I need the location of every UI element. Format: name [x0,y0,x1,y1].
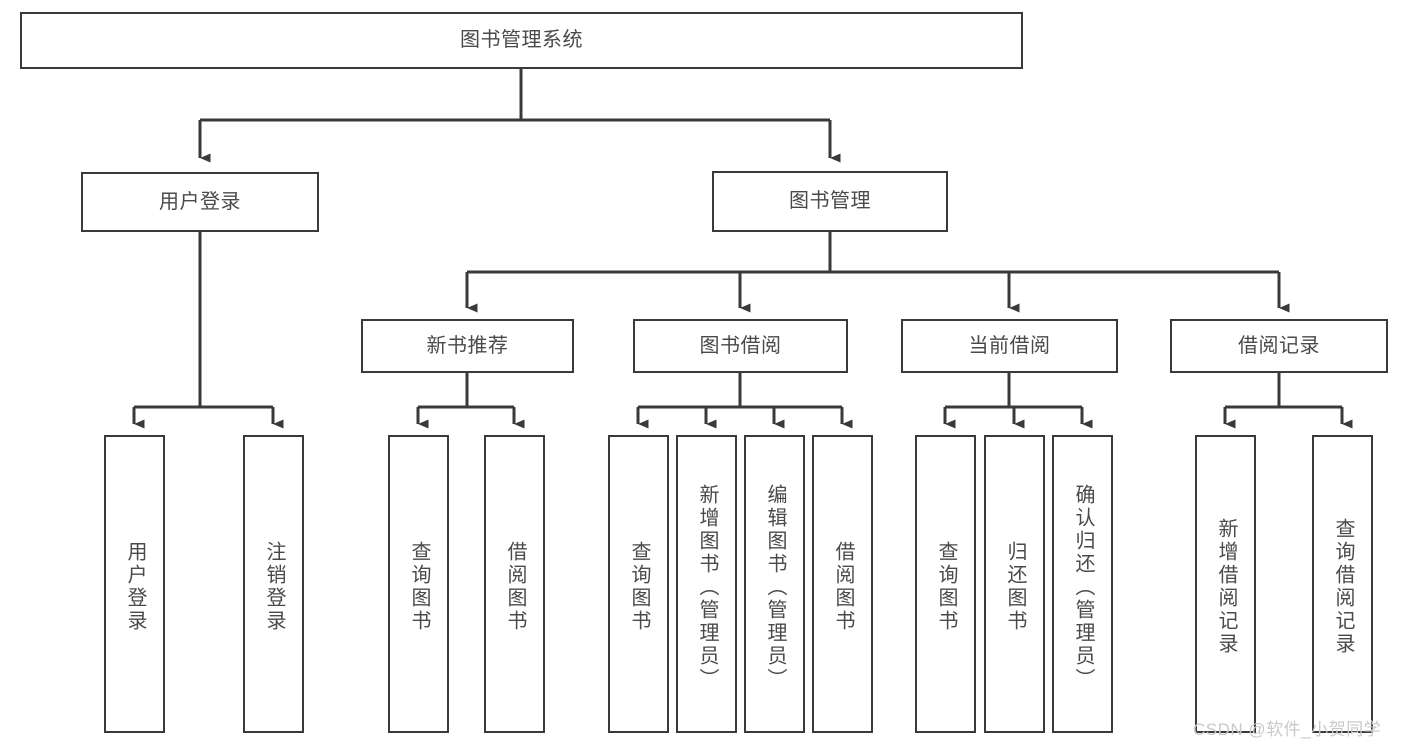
leaf-query-borrow-record[interactable]: 查询借阅记录 [1312,435,1373,733]
node-label: 图书借阅 [699,334,782,357]
node-label: 用户登录 [159,190,241,213]
leaf-add-borrow-record[interactable]: 新增借阅记录 [1195,435,1256,733]
node-label: 归还图书 [1004,541,1026,633]
node-label: 图书管理 [789,190,871,212]
book-mgmt-connectors [465,232,1290,313]
node-label: 注销登录 [263,541,285,633]
node-label: 借阅记录 [1238,334,1320,357]
leaf-return-book[interactable]: 归还图书 [984,435,1045,733]
root-connectors [198,69,841,163]
node-label: 确认归还（管理员） [1072,483,1094,691]
node-label: 图书管理系统 [460,29,583,51]
node-label: 新增借阅记录 [1215,518,1237,656]
leaf-borrow-book-newbook[interactable]: 借阅图书 [484,435,545,733]
current-borrow-leaf-connectors [943,373,1093,429]
node-user-login[interactable]: 用户登录 [81,172,319,232]
leaf-query-book-newbook[interactable]: 查询图书 [388,435,449,733]
node-label: 借阅图书 [832,541,854,633]
leaf-logout[interactable]: 注销登录 [243,435,304,733]
leaf-add-book-admin[interactable]: 新增图书（管理员） [676,435,737,733]
node-label: 新增图书（管理员） [696,483,718,691]
node-book-borrow[interactable]: 图书借阅 [633,319,848,373]
node-label: 新书推荐 [426,334,509,357]
leaf-confirm-return-admin[interactable]: 确认归还（管理员） [1052,435,1113,733]
book-borrow-leaf-connectors [636,373,853,429]
node-label: 查询图书 [408,541,430,633]
leaf-borrow-book[interactable]: 借阅图书 [812,435,873,733]
borrow-record-leaf-connectors [1223,373,1353,429]
user-login-leaf-connectors [132,232,284,429]
node-label: 当前借阅 [968,334,1051,357]
node-new-book-recommend[interactable]: 新书推荐 [361,319,574,373]
node-label: 借阅图书 [504,541,526,633]
node-label: 查询图书 [628,541,650,633]
leaf-user-login[interactable]: 用户登录 [104,435,165,733]
node-current-borrow[interactable]: 当前借阅 [901,319,1118,373]
new-book-leaf-connectors [416,373,525,429]
node-borrow-record[interactable]: 借阅记录 [1170,319,1388,373]
leaf-query-book-current[interactable]: 查询图书 [915,435,976,733]
leaf-query-book-borrow[interactable]: 查询图书 [608,435,669,733]
node-label: 查询图书 [935,541,957,633]
node-book-management[interactable]: 图书管理 [712,171,948,232]
node-label: 查询借阅记录 [1332,518,1354,656]
node-root-system[interactable]: 图书管理系统 [20,12,1023,69]
node-label: 编辑图书（管理员） [764,483,786,691]
node-label: 用户登录 [124,541,146,633]
leaf-edit-book-admin[interactable]: 编辑图书（管理员） [744,435,805,733]
